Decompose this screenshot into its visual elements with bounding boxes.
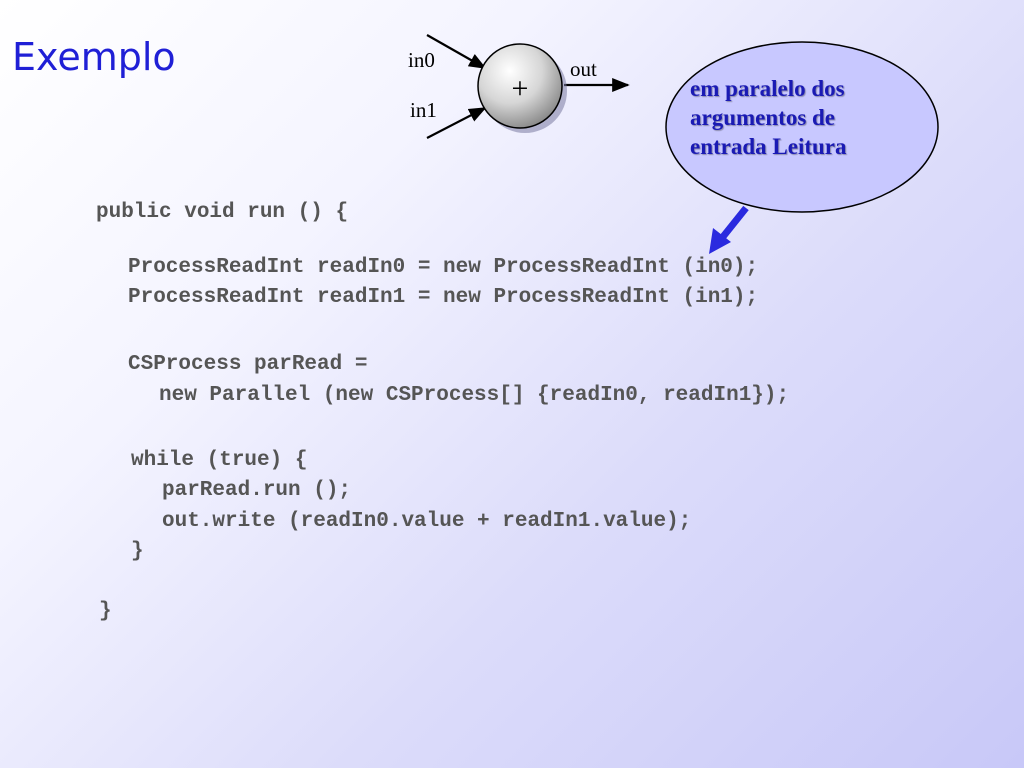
code-line-method-signature: public void run () { xyxy=(96,201,349,224)
adder-node xyxy=(477,43,563,129)
callout-pointer-shaft xyxy=(719,205,749,241)
code-line-readin0: ProcessReadInt readIn0 = new ProcessRead… xyxy=(128,256,759,279)
code-line-parread-run: parRead.run (); xyxy=(162,479,352,502)
input-1-label: in1 xyxy=(410,98,437,122)
callout-line: em paralelo dos xyxy=(690,76,845,101)
input-0-wire xyxy=(426,34,487,69)
code-line-while-close: } xyxy=(131,540,144,563)
callout-balloon xyxy=(665,41,939,213)
output-label: out xyxy=(570,57,597,81)
adder-operator: + xyxy=(512,72,529,105)
code-line-while: while (true) { xyxy=(131,449,308,472)
code-line-parread-decl: CSProcess parRead = xyxy=(128,353,368,376)
callout-line: entrada Leitura xyxy=(690,134,847,159)
code-line-parallel-new: new Parallel (new CSProcess[] {readIn0, … xyxy=(159,384,790,407)
code-line-out-write: out.write (readIn0.value + readIn1.value… xyxy=(162,510,692,533)
callout-pointer-head xyxy=(709,228,731,254)
input-0-label: in0 xyxy=(408,48,435,72)
input-1-wire xyxy=(426,107,487,139)
callout-text: em paralelo dos argumentos de entrada Le… xyxy=(690,74,920,161)
code-line-readin1: ProcessReadInt readIn1 = new ProcessRead… xyxy=(128,286,759,309)
callout-line: argumentos de xyxy=(690,105,836,130)
code-line-method-close: } xyxy=(99,600,112,623)
slide-title: Exemplo xyxy=(12,35,176,79)
